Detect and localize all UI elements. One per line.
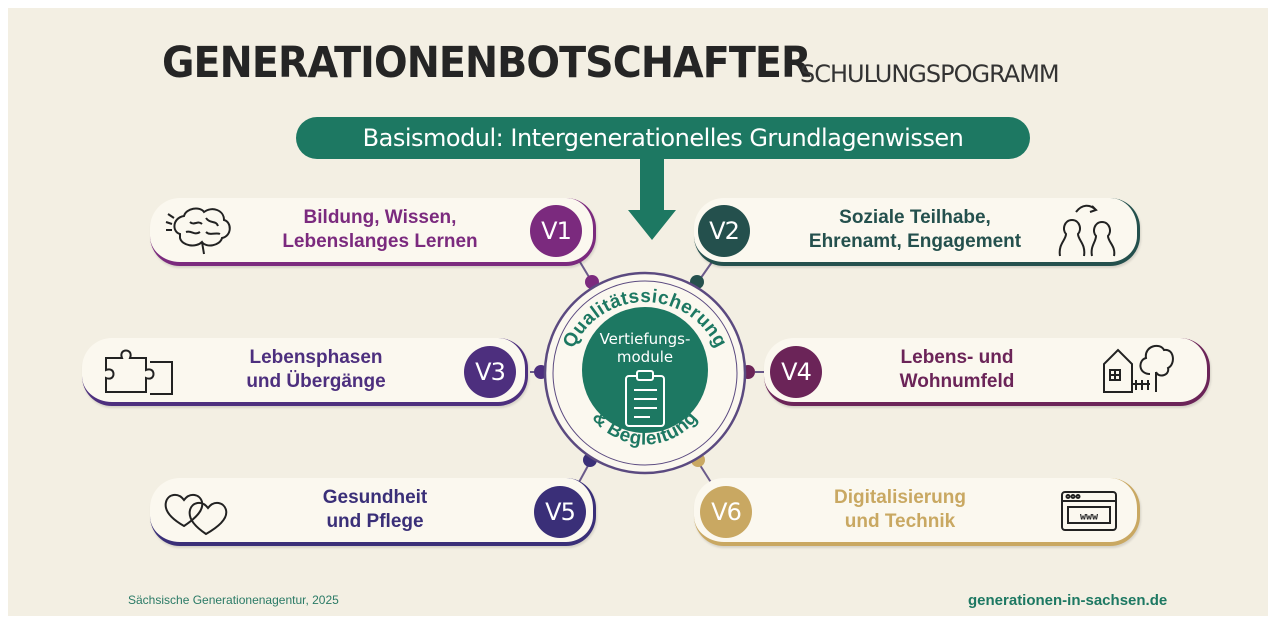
module-v2-line2: Ehrenamt, Engagement: [808, 231, 1022, 252]
clipboard-icon: [625, 370, 665, 427]
house-tree-icon: [1103, 344, 1174, 393]
module-v6-text: Digitalisierung und Technik: [800, 486, 1000, 534]
module-v5-text: Gesundheit und Pflege: [280, 486, 470, 534]
module-card-v1: [150, 198, 596, 266]
module-v6-line1: Digitalisierung: [834, 487, 966, 508]
www-label: www: [1080, 512, 1099, 523]
module-v4-line1: Lebens- und: [900, 347, 1014, 368]
module-v4-line2: Wohnumfeld: [899, 371, 1015, 392]
module-v3-line2: und Übergänge: [246, 371, 386, 392]
module-v2-text: Soziale Teilhabe, Ehrenamt, Engagement: [790, 206, 1040, 254]
basismodul-banner: Basismodul: Intergenerationelles Grundla…: [296, 117, 1030, 159]
inner-label-line1: Vertiefungs-: [600, 330, 691, 348]
browser-www-icon: www: [1061, 491, 1117, 531]
footer-credit: Sächsische Generationenagentur, 2025: [128, 593, 339, 607]
module-v4-badge: V4: [770, 346, 822, 398]
module-v3-badge: V3: [464, 346, 516, 398]
footer-website-link[interactable]: generationen-in-sachsen.de: [968, 592, 1168, 609]
module-v3-line1: Lebensphasen: [249, 347, 383, 368]
module-v5-badge: V5: [534, 486, 586, 538]
hearts-icon: [164, 494, 228, 536]
module-card-v3: [82, 338, 528, 406]
module-v1-line1: Bildung, Wissen,: [303, 207, 457, 228]
module-v4-text: Lebens- und Wohnumfeld: [862, 346, 1052, 394]
module-v2-line1: Soziale Teilhabe,: [839, 207, 991, 228]
puzzle-icon: [105, 349, 173, 395]
module-v1-line2: Lebenslanges Lernen: [282, 231, 478, 252]
module-v2-badge: V2: [698, 205, 750, 257]
basismodul-label: Basismodul: Intergenerationelles Grundla…: [362, 124, 964, 152]
down-arrow-icon: [628, 158, 676, 240]
inner-label-line2: module: [617, 348, 673, 366]
module-v1-text: Bildung, Wissen, Lebenslanges Lernen: [260, 206, 500, 254]
brain-icon: [165, 207, 231, 255]
module-card-v6: [694, 478, 1140, 546]
module-v6-badge: V6: [700, 486, 752, 538]
page-subtitle: SCHULUNGSPOGRAMM: [800, 60, 1060, 88]
module-v5-line1: Gesundheit: [322, 487, 428, 508]
people-talking-icon: [1058, 204, 1116, 257]
center-hub: Qualitätssicherung & Begleitung Vertiefu…: [543, 271, 747, 475]
module-v5-line2: und Pflege: [326, 511, 424, 532]
module-card-v4: [764, 338, 1210, 406]
page-title: GENERATIONENBOTSCHAFTER: [162, 38, 811, 88]
module-v6-line2: und Technik: [844, 511, 956, 532]
module-v3-text: Lebensphasen und Übergänge: [196, 346, 436, 394]
module-card-v5: [150, 478, 596, 546]
module-v1-badge: V1: [530, 205, 582, 257]
